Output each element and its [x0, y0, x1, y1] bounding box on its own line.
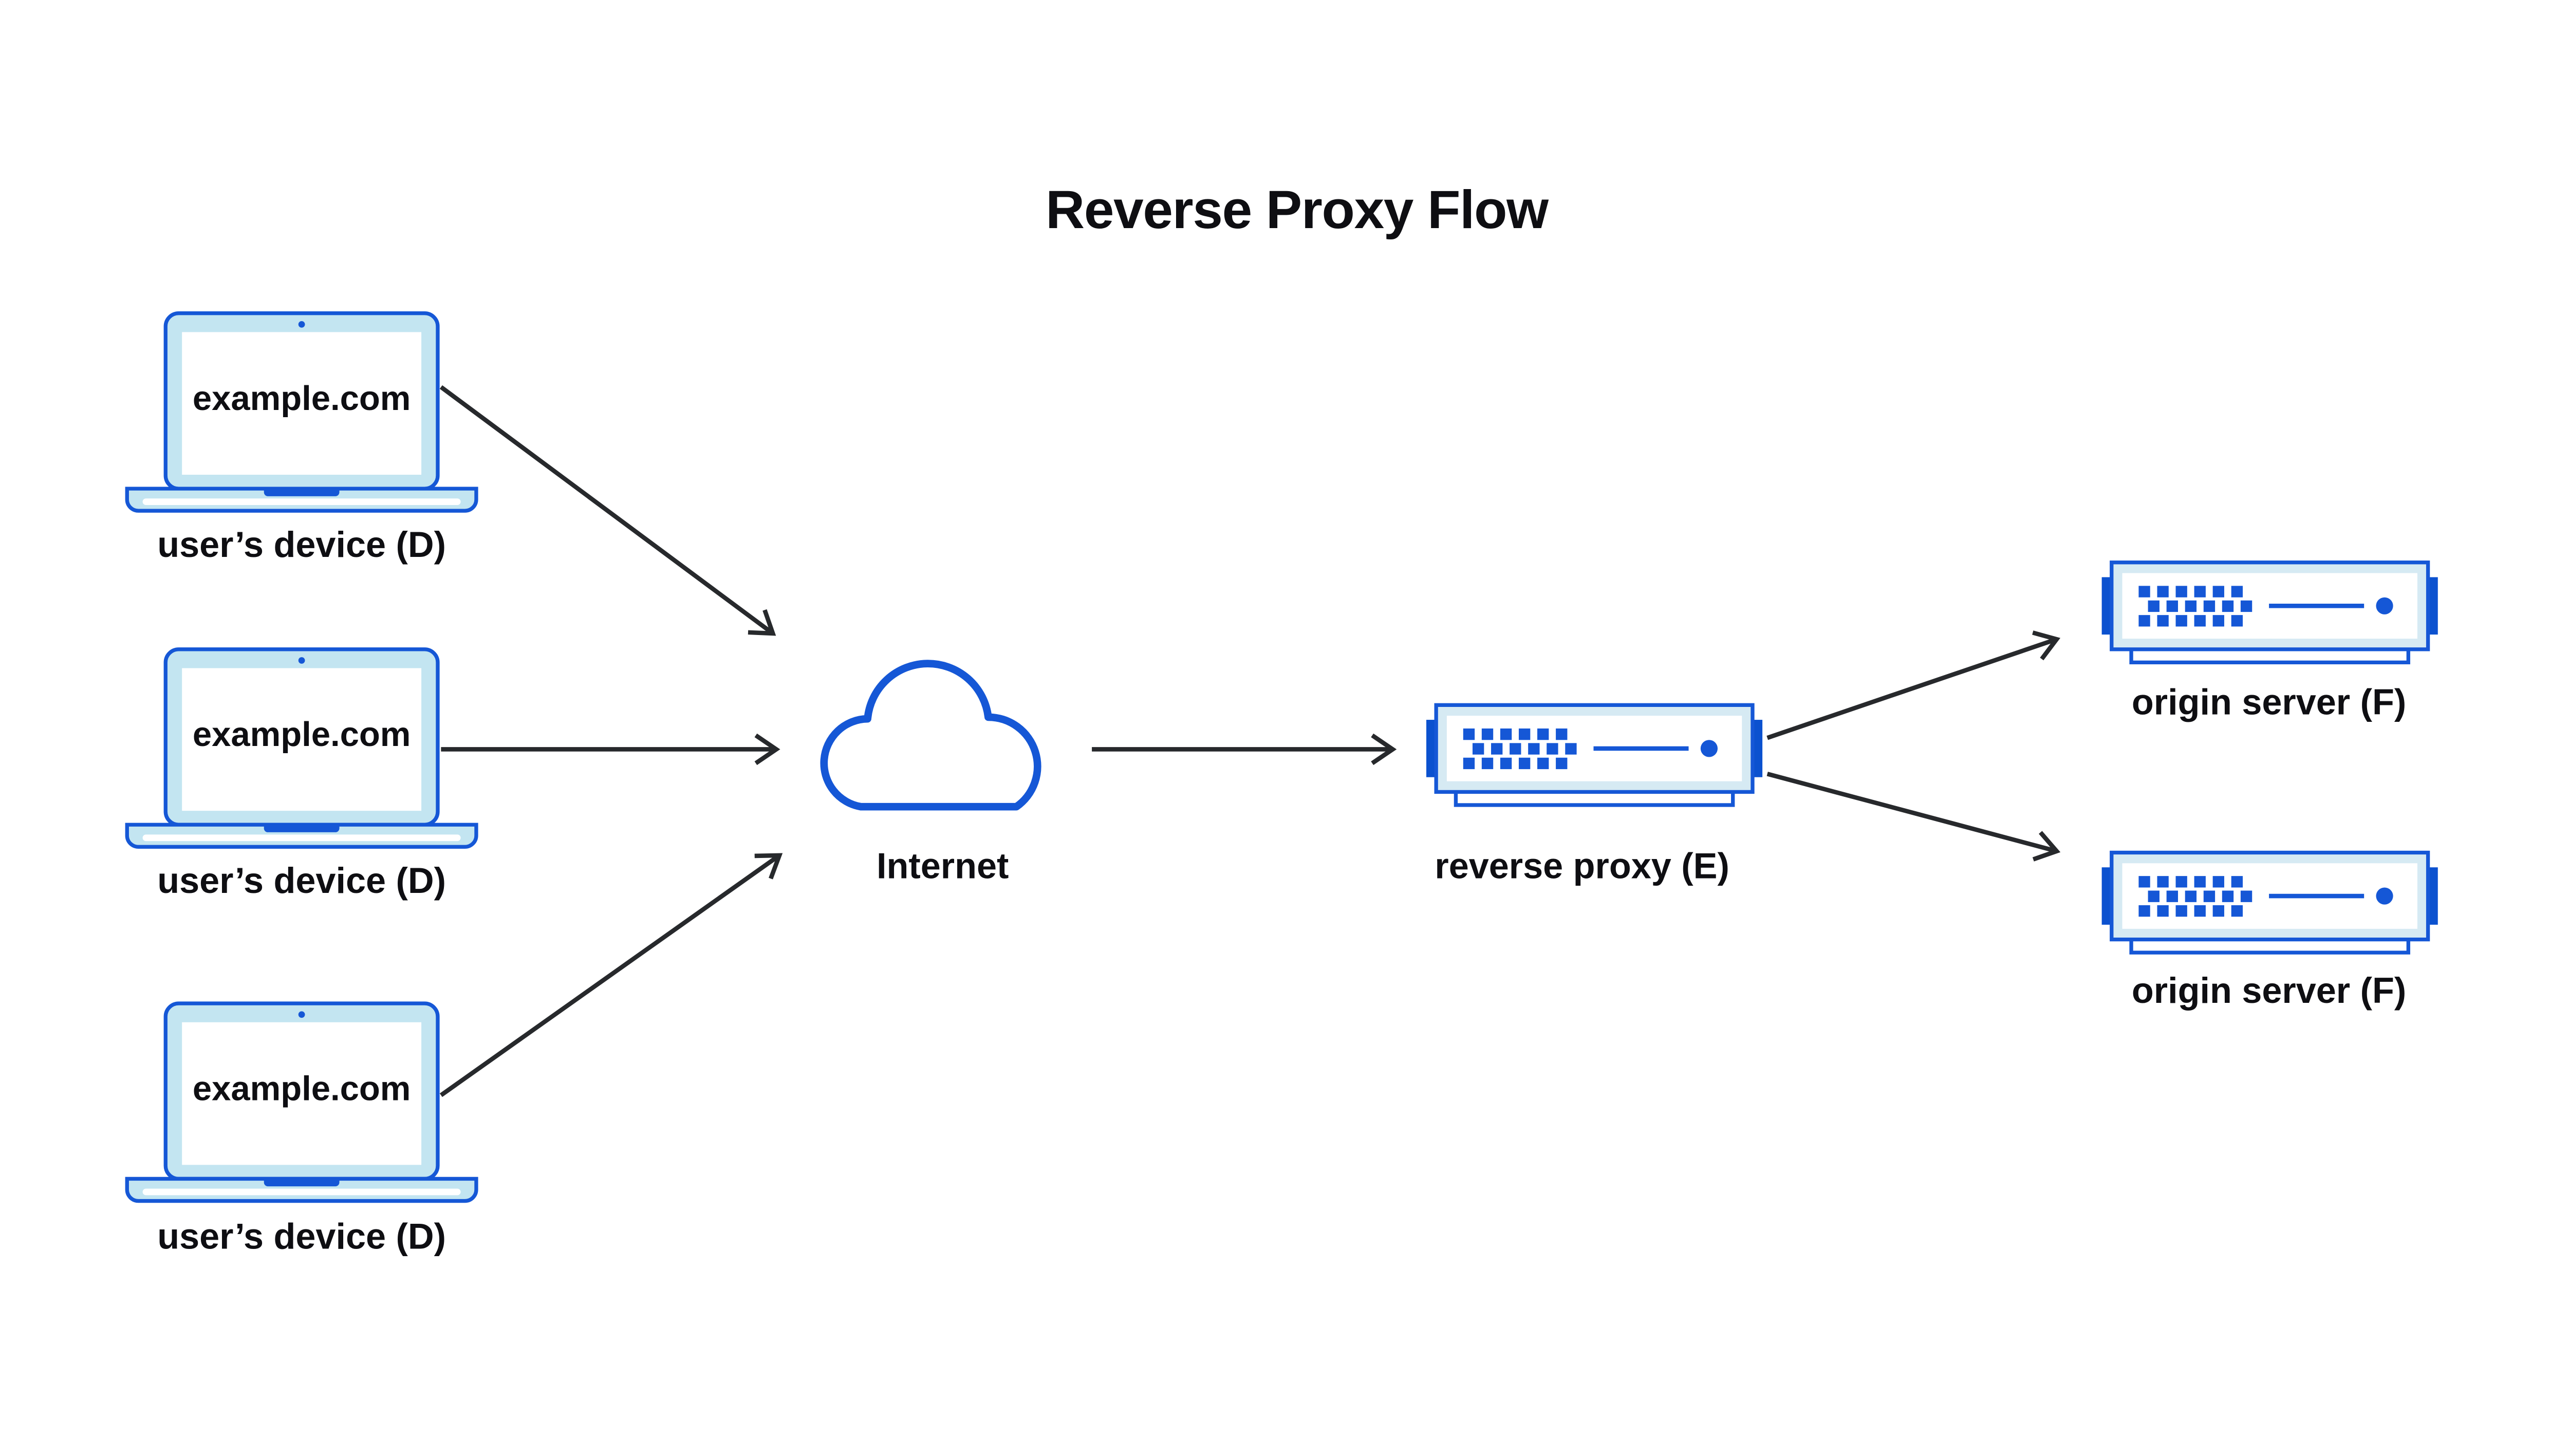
reverse-proxy-node: reverse proxy (E): [1426, 705, 1762, 886]
arrow-device3-to-internet: [439, 853, 783, 1097]
rack-server-icon: [2102, 853, 2438, 953]
arrow-device1-to-internet: [439, 385, 776, 636]
arrow-reverse-proxy-to-origin2: [1766, 772, 2061, 862]
device-node-1: example.com user’s device (D): [127, 313, 476, 565]
device-label: user’s device (D): [157, 1216, 446, 1257]
origin-server-node-1: origin server (F): [2102, 563, 2438, 722]
device-screen-text: example.com: [193, 715, 411, 754]
device-label: user’s device (D): [157, 860, 446, 901]
rack-server-icon: [2102, 563, 2438, 663]
internet-node: Internet: [820, 660, 1041, 886]
arrow-reverse-proxy-to-origin1: [1766, 630, 2061, 740]
edges: [439, 385, 2061, 1097]
device-screen-text: example.com: [193, 1069, 411, 1108]
reverse-proxy-label: reverse proxy (E): [1435, 846, 1729, 886]
origin-server-node-2: origin server (F): [2102, 853, 2438, 1011]
origin-server-label: origin server (F): [2132, 970, 2406, 1011]
rack-server-icon: [1426, 705, 1762, 805]
page-title: Reverse Proxy Flow: [1046, 180, 1549, 240]
device-screen-text: example.com: [193, 379, 411, 418]
device-node-3: example.com user’s device (D): [127, 1003, 476, 1257]
device-label: user’s device (D): [157, 524, 446, 565]
device-node-2: example.com user’s device (D): [127, 649, 476, 901]
origin-server-label: origin server (F): [2132, 681, 2406, 722]
internet-label: Internet: [877, 846, 1009, 886]
cloud-icon: [820, 660, 1041, 811]
